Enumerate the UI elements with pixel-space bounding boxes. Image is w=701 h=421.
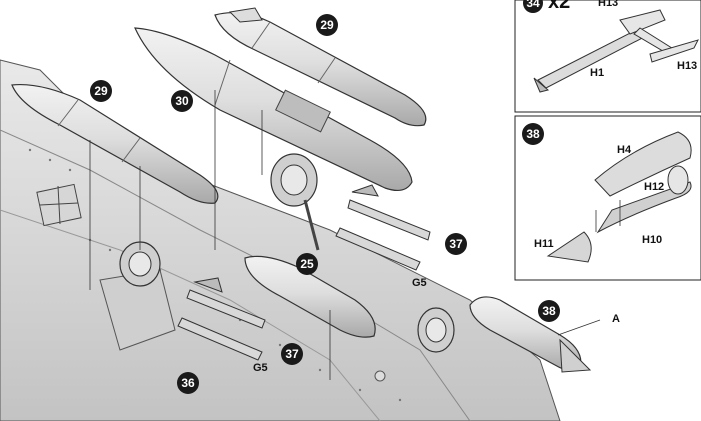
missile-rail-right: [335, 184, 431, 271]
belly-tank: [244, 255, 376, 380]
main-wheel-center: [270, 153, 320, 251]
step-badge-37-left: 37: [281, 343, 303, 365]
part-label-g5-left: G5: [253, 362, 268, 374]
missile-rail-left: [177, 277, 266, 361]
svg-text:25: 25: [300, 257, 314, 271]
part-label-h10: H10: [642, 234, 662, 246]
svg-text:30: 30: [175, 94, 189, 108]
svg-text:29: 29: [94, 84, 108, 98]
detail-panel-bottom: [514, 115, 701, 281]
part-label-h4: H4: [617, 144, 632, 156]
step-badge-29-left: 29: [90, 80, 112, 102]
step-badge-36: 36: [177, 372, 199, 394]
part-label-h1: H1: [590, 67, 604, 79]
svg-text:38: 38: [542, 304, 556, 318]
step-badge-29-top: 29: [316, 14, 338, 36]
part-label-h12: H12: [644, 181, 664, 193]
part-label-h11: H11: [534, 238, 554, 250]
part-label-g5-right: G5: [412, 277, 427, 289]
svg-text:34: 34: [526, 0, 540, 10]
detail-panel-top: [514, 0, 701, 113]
svg-text:37: 37: [285, 347, 299, 361]
center-pod: [134, 27, 413, 250]
part-label-a: A: [612, 313, 620, 325]
main-wheel-left: [119, 241, 161, 287]
svg-text:38: 38: [526, 127, 540, 141]
step-badge-25: 25: [296, 253, 318, 275]
drop-tank-top: [214, 7, 427, 127]
part-label-h13-top: H13: [598, 0, 618, 9]
step-badge-38-panel: 38: [522, 123, 544, 145]
step-badge-30: 30: [171, 90, 193, 112]
part-label-h13-bottom: H13: [677, 60, 697, 72]
svg-text:36: 36: [181, 376, 195, 390]
svg-text:29: 29: [320, 18, 334, 32]
nose-cone-assembly: [469, 296, 601, 373]
step-badge-38-bottom: 38: [538, 300, 560, 322]
main-wheel-right: [417, 307, 455, 353]
step-badge-37-right: 37: [445, 233, 467, 255]
step-badge-top-panel: 34: [523, 0, 543, 13]
svg-text:37: 37: [449, 237, 463, 251]
multiplier-label: x2: [548, 0, 570, 13]
